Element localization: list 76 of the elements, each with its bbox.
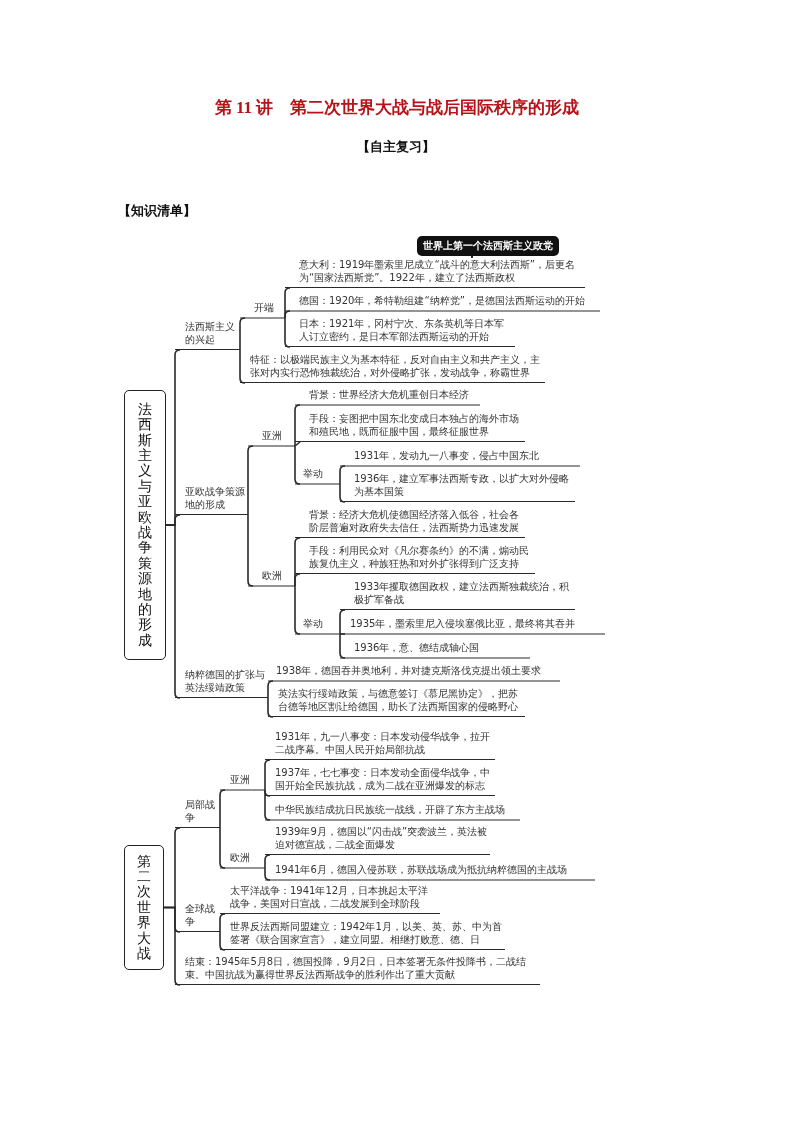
node-text: 德国：1920年，希特勒组建“纳粹党”，是德国法西斯运动的开始 xyxy=(299,294,586,307)
topic-text: 法西斯主义与亚欧战争策源地的形成 xyxy=(138,401,152,649)
branch-node xyxy=(295,509,525,538)
node-text: 纳粹德国的扩张与英法绥靖政策 xyxy=(185,669,266,694)
node-text: 1933年攫取德国政权，建立法西斯独裁统治，积极扩军备战 xyxy=(354,581,571,606)
topic-box xyxy=(124,390,166,660)
node-text: 特征：以极端民族主义为基本特征，反对自由主义和共产主义，主张对内实行恐怖独裁统治，对外侵略扩张，发动战争，称霸世界 xyxy=(250,354,541,379)
node-text: 举动 xyxy=(303,467,324,480)
node-text: 亚欧战争策源地的形成 xyxy=(185,486,246,511)
node-text: 英法实行绥靖政策，与德意签订《慕尼黑协定》，把苏台德等地区割让给德国，助长了法西斯国家的侵略野心 xyxy=(278,688,519,713)
connector-line xyxy=(239,349,246,384)
branch-node xyxy=(265,767,495,796)
branch-node xyxy=(240,354,545,383)
branch-node xyxy=(175,799,220,828)
node-text: 背景：经济大危机使德国经济落入低谷，社会各阶层普遍对政府失去信任，法西斯势力迅速发展 xyxy=(309,509,520,534)
node-text: 局部战争 xyxy=(185,799,216,824)
node-text: 意大利：1919年墨索里尼成立“战斗的意大利法西斯”，后更名为“国家法西斯党”。1922年，建立了法西斯政权 xyxy=(299,259,576,284)
connector-line xyxy=(163,906,181,986)
branch-node xyxy=(175,321,240,350)
node-text: 欧洲 xyxy=(262,569,283,582)
topic-text: 第二次世界大战 xyxy=(137,853,151,962)
node-text: 1936年，建立军事法西斯专政，以扩大对外侵略为基本国策 xyxy=(354,473,571,498)
connector-line xyxy=(219,913,226,933)
connector-line xyxy=(219,931,226,951)
connector-line xyxy=(294,573,301,587)
node-text: 1931年，九一八事变：日本发动侵华战争，拉开二战序幕。中国人民开始局部抗战 xyxy=(275,731,492,756)
node-text: 1937年，七七事变：日本发动全面侵华战争，中国开始全民族抗战，成为二战在亚洲爆发的标志 xyxy=(275,767,492,792)
node-text: 1935年，墨索里尼入侵埃塞俄比亚，最终将其吞并 xyxy=(350,617,577,630)
node-text: 欧洲 xyxy=(230,851,251,864)
branch-node xyxy=(285,318,515,347)
node-text: 中华民族结成抗日民族统一战线，开辟了东方主战场 xyxy=(275,803,506,816)
callout-bubble: 世界上第一个法西斯主义政党 xyxy=(417,236,559,256)
node-text: 开端 xyxy=(254,301,275,314)
node-text: 举动 xyxy=(303,617,324,630)
branch-node xyxy=(265,826,490,855)
section-heading: 【知识清单】 xyxy=(118,202,196,220)
connector-line xyxy=(339,609,346,635)
branch-node xyxy=(340,581,575,610)
connector-line xyxy=(264,854,271,869)
node-text: 1939年9月，德国以“闪击战”突袭波兰，英法被迫对德宣战，二战全面爆发 xyxy=(275,826,488,851)
branch-node xyxy=(265,731,495,760)
branch-node xyxy=(175,903,220,932)
section-heading: 【自主复习】 xyxy=(357,138,435,156)
page-title: 第 11 讲 第二次世界大战与战后国际秩序的形成 xyxy=(213,97,581,119)
node-text: 全球战争 xyxy=(185,903,216,928)
branch-node xyxy=(220,921,505,950)
branch-node xyxy=(268,688,525,717)
node-text: 亚洲 xyxy=(262,429,283,442)
branch-node xyxy=(175,486,248,515)
node-text: 背景：世界经济大危机重创日本经济 xyxy=(309,388,470,401)
branch-node xyxy=(295,413,525,442)
node-text: 手段：利用民众对《凡尔赛条约》的不满，煽动民族复仇主义，种族狂热和对外扩张得到广泛支持 xyxy=(309,545,530,570)
branch-node xyxy=(340,473,575,502)
branch-node xyxy=(285,259,585,288)
node-text: 结束：1945年5月8日，德国投降，9月2日，日本签署无条件投降书，二战结束。中国抗战为赢得世界反法西斯战争的胜利作出了重大贡献 xyxy=(185,956,527,981)
connector-line xyxy=(339,483,346,503)
node-text: 手段：妄图把中国东北变成日本独占的海外市场和殖民地，既而征服中国，最终征服世界 xyxy=(309,413,520,438)
branch-node xyxy=(220,885,440,914)
branch-node xyxy=(295,545,535,574)
node-text: 1936年，意、德结成轴心国 xyxy=(354,641,481,654)
connector-line xyxy=(294,441,301,447)
node-text: 日本：1921年，冈村宁次、东条英机等日本军人订立密约，是日本军部法西斯运动的开始 xyxy=(299,318,506,343)
node-text: 法西斯主义的兴起 xyxy=(185,321,236,346)
branch-node xyxy=(175,669,268,698)
connector-line xyxy=(267,697,274,718)
topic-box xyxy=(124,845,164,970)
connector-line xyxy=(284,317,291,348)
connector-line xyxy=(264,759,271,791)
connector-line xyxy=(165,524,181,699)
node-text: 太平洋战争：1941年12月，日本挑起太平洋战争，美国对日宣战，二战发展到全球阶段 xyxy=(230,885,430,910)
node-text: 世界反法西斯同盟建立：1942年1月，以美、英、苏、中为首签署《联合国家宣言》，建立同盟。相继打败意、德、日 xyxy=(230,921,503,946)
branch-node xyxy=(175,956,540,985)
node-text: 1938年，德国吞并奥地利，并对捷克斯洛伐克提出领土要求 xyxy=(276,664,543,677)
node-text: 1931年，发动九一八事变，侵占中国东北 xyxy=(354,449,541,462)
node-text: 1941年6月，德国入侵苏联，苏联战场成为抵抗纳粹德国的主战场 xyxy=(275,863,568,876)
node-text: 亚洲 xyxy=(230,773,251,786)
